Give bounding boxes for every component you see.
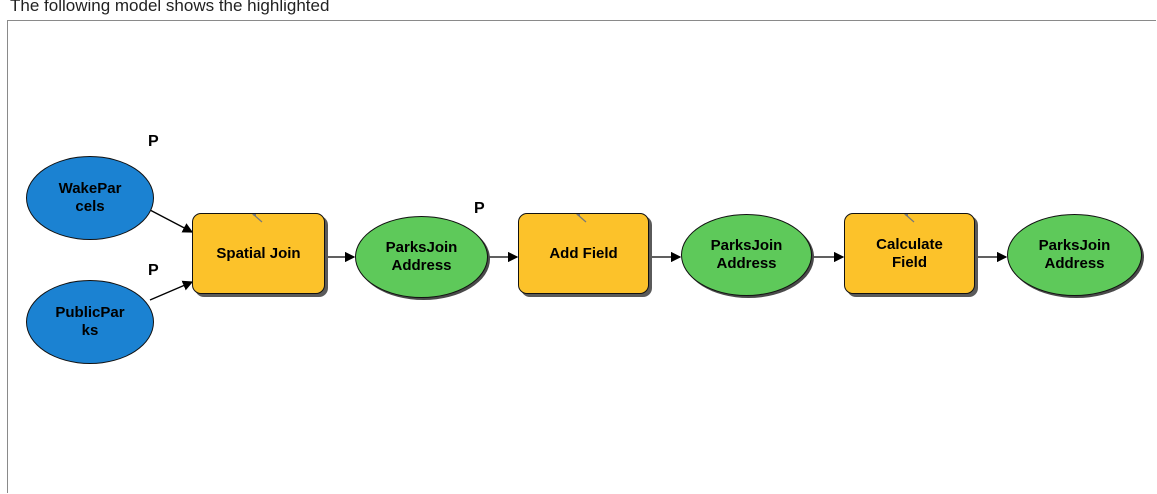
parks-join-address-parameter-marker: P bbox=[474, 200, 485, 217]
parks-join-address-label-1: ParksJoin Address bbox=[385, 239, 458, 274]
connector-wakeparcels-spatialjoin bbox=[149, 209, 194, 233]
hammer-icon bbox=[576, 214, 587, 223]
caption-text: The following model shows the highlighte… bbox=[10, 0, 330, 15]
spatial-join-tool[interactable]: Spatial Join bbox=[192, 213, 325, 294]
wake-parcels-label: WakePar cels bbox=[58, 180, 122, 215]
wake-parcels-parameter-marker: P bbox=[148, 133, 159, 150]
hammer-icon bbox=[252, 214, 263, 223]
parks-join-address-label-2: ParksJoin Address bbox=[710, 237, 783, 272]
public-parks-node[interactable]: PublicPar ks bbox=[26, 280, 154, 364]
public-parks-parameter-marker: P bbox=[148, 262, 159, 279]
parks-join-address-node-3[interactable]: ParksJoin Address bbox=[1007, 214, 1142, 296]
parks-join-address-label-3: ParksJoin Address bbox=[1038, 237, 1111, 272]
add-field-label: Add Field bbox=[549, 244, 618, 262]
hammer-icon bbox=[904, 214, 915, 223]
parks-join-address-node-1[interactable]: ParksJoin Address bbox=[355, 216, 488, 298]
calculate-field-tool[interactable]: Calculate Field bbox=[844, 213, 975, 294]
spatial-join-label: Spatial Join bbox=[216, 244, 301, 262]
connector-publicparks-spatialjoin bbox=[149, 280, 194, 301]
parks-join-address-node-2[interactable]: ParksJoin Address bbox=[681, 214, 812, 296]
calculate-field-label: Calculate Field bbox=[876, 235, 943, 271]
add-field-tool[interactable]: Add Field bbox=[518, 213, 649, 294]
wake-parcels-node[interactable]: WakePar cels bbox=[26, 156, 154, 240]
public-parks-label: PublicPar ks bbox=[55, 304, 125, 339]
